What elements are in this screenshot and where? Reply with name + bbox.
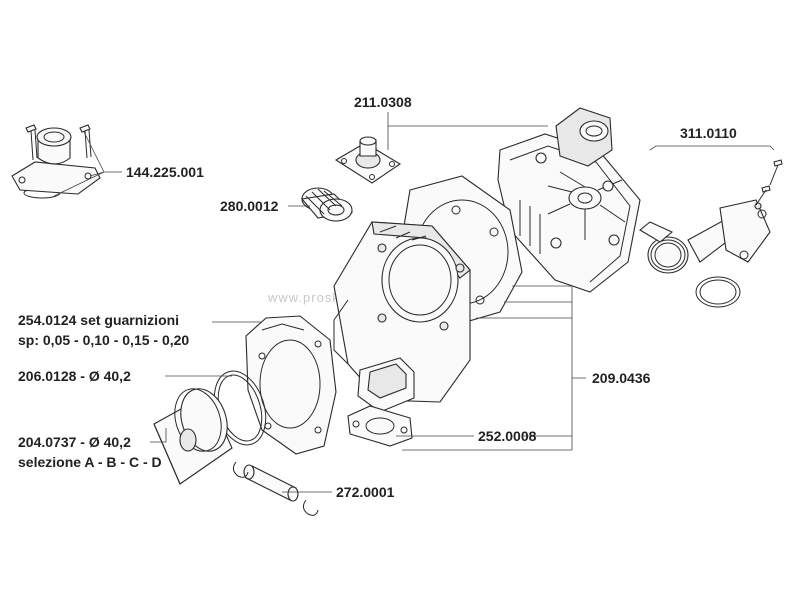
exhaust-gasket-drawing: [347, 405, 413, 447]
label-209-0436: 209.0436: [592, 370, 651, 386]
label-280-0012: 280.0012: [220, 198, 279, 214]
label-254-0124-line2: sp: 0,05 - 0,10 - 0,15 - 0,20: [18, 332, 189, 348]
label-204-0737-line1: 204.0737 - Ø 40,2: [18, 434, 131, 450]
cylinder-drawing: [333, 221, 471, 413]
label-254-0124-line1: 254.0124 set guarnizioni: [18, 312, 179, 328]
label-272-0001: 272.0001: [336, 484, 395, 500]
label-144-225-001: 144.225.001: [126, 164, 204, 180]
label-252-0008: 252.0008: [478, 428, 537, 444]
label-211-0308: 211.0308: [354, 94, 412, 110]
base-gasket-drawing: [245, 315, 337, 455]
leader-lines: [53, 112, 775, 493]
piston-pin-drawing: [232, 461, 319, 516]
label-311-0110: 311.0110: [680, 125, 737, 141]
piston-drawing: [153, 388, 233, 485]
intake-manifold-drawing: [11, 124, 101, 199]
part-labels: 311.0110 211.0308 144.225.001 280.0012 2…: [18, 94, 737, 500]
label-204-0737-line2: selezione A - B - C - D: [18, 454, 162, 470]
thermostat-housing-drawing: [639, 159, 783, 308]
label-206-0128: 206.0128 - Ø 40,2: [18, 368, 131, 384]
cylinder-head-drawing: [497, 107, 641, 293]
water-flange-drawing: [334, 136, 402, 184]
needle-bearing-drawing: [300, 187, 354, 222]
